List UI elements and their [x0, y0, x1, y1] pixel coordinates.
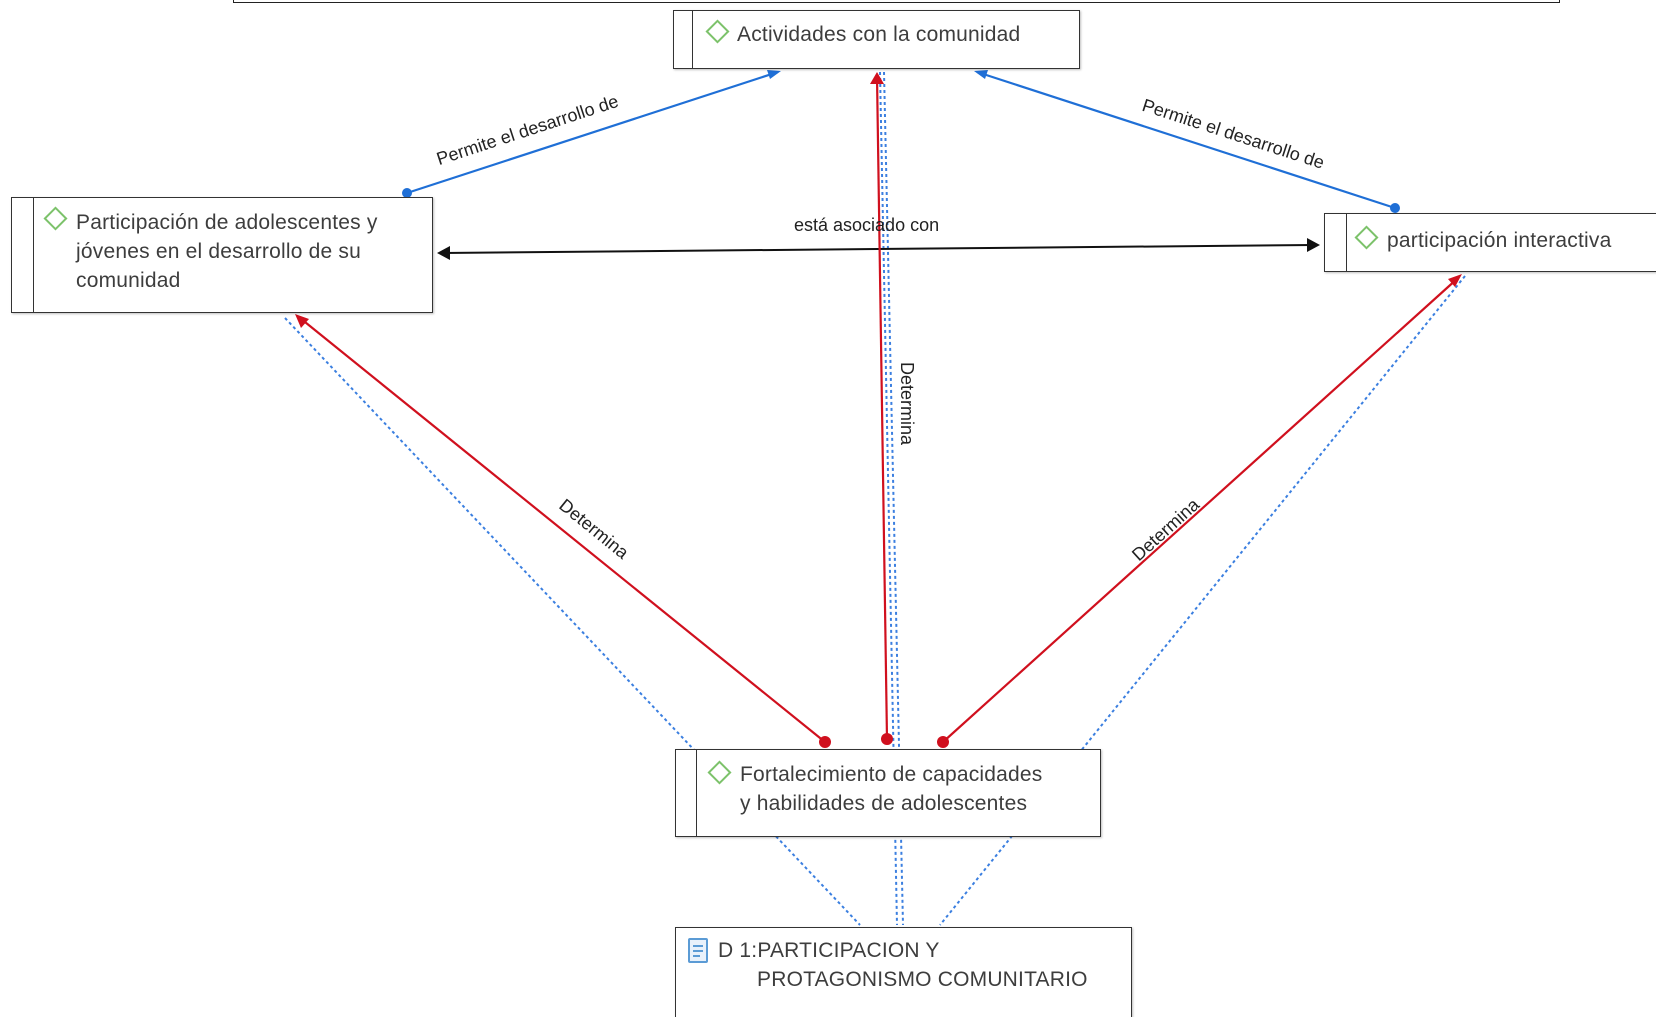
link-permite-left — [406, 70, 779, 195]
arrowhead-determina-center — [870, 72, 884, 84]
node-participacion-adolescentes[interactable]: Participación de adolescentes y jóvenes … — [11, 197, 433, 313]
dot-determina-left — [819, 736, 831, 748]
node-side-bar — [696, 750, 697, 836]
dot-determina-right — [937, 736, 949, 748]
link-determina-left — [299, 317, 826, 743]
green-diamond-icon — [1354, 225, 1379, 250]
node-actividades[interactable]: Actividades con la comunidad — [673, 10, 1080, 69]
link-determina-center — [875, 75, 889, 740]
node-label-line-1: Fortalecimiento de capacidades — [740, 763, 1043, 786]
green-diamond-icon — [707, 760, 732, 785]
node-side-bar — [33, 198, 34, 312]
label-asociado: está asociado con — [794, 215, 940, 235]
dot-permite-right — [1390, 203, 1400, 213]
green-diamond-icon — [43, 206, 68, 231]
label-determina-center: Determina — [897, 362, 917, 446]
arrowhead-asociado-left — [437, 246, 450, 260]
node-fortalecimiento[interactable]: Fortalecimiento de capacidades y habilid… — [675, 749, 1101, 837]
node-label-line-1: Participación de adolescentes y — [76, 211, 378, 234]
node-label-line-2: PROTAGONISMO COMUNITARIO — [757, 968, 1088, 991]
node-label-line-2: jóvenes en el desarrollo de su — [76, 240, 362, 263]
node-side-bar — [1346, 214, 1347, 271]
node-label: Actividades con la comunidad — [737, 23, 1021, 46]
arrowhead-determina-right — [1448, 274, 1462, 287]
arrowhead-permite-right — [974, 70, 988, 79]
dotted-link-doc-actividades-2 — [883, 71, 904, 926]
arrowhead-asociado-right — [1307, 238, 1320, 252]
node-label: participación interactiva — [1387, 229, 1612, 252]
dot-determina-center — [881, 733, 893, 745]
node-label-line-2: y habilidades de adolescentes — [740, 792, 1028, 815]
dotted-link-doc-interactiva — [939, 275, 1466, 926]
arrowhead-permite-left — [767, 70, 781, 79]
link-determina-right — [942, 277, 1459, 743]
node-label-line-1: D 1:PARTICIPACION Y — [718, 939, 940, 962]
node-participacion-interactiva[interactable]: participación interactiva — [1324, 213, 1656, 272]
top-frame-edge — [233, 0, 1560, 3]
node-label-line-3: comunidad — [76, 269, 181, 292]
link-asociado — [442, 244, 1314, 254]
document-icon — [688, 938, 708, 963]
arrowhead-determina-left — [295, 314, 309, 328]
link-permite-right — [976, 70, 1396, 210]
green-diamond-icon — [705, 19, 730, 44]
dot-permite-left — [402, 188, 412, 198]
node-documento[interactable]: D 1:PARTICIPACION Y PROTAGONISMO COMUNIT… — [675, 927, 1132, 1017]
node-side-bar — [692, 11, 693, 68]
